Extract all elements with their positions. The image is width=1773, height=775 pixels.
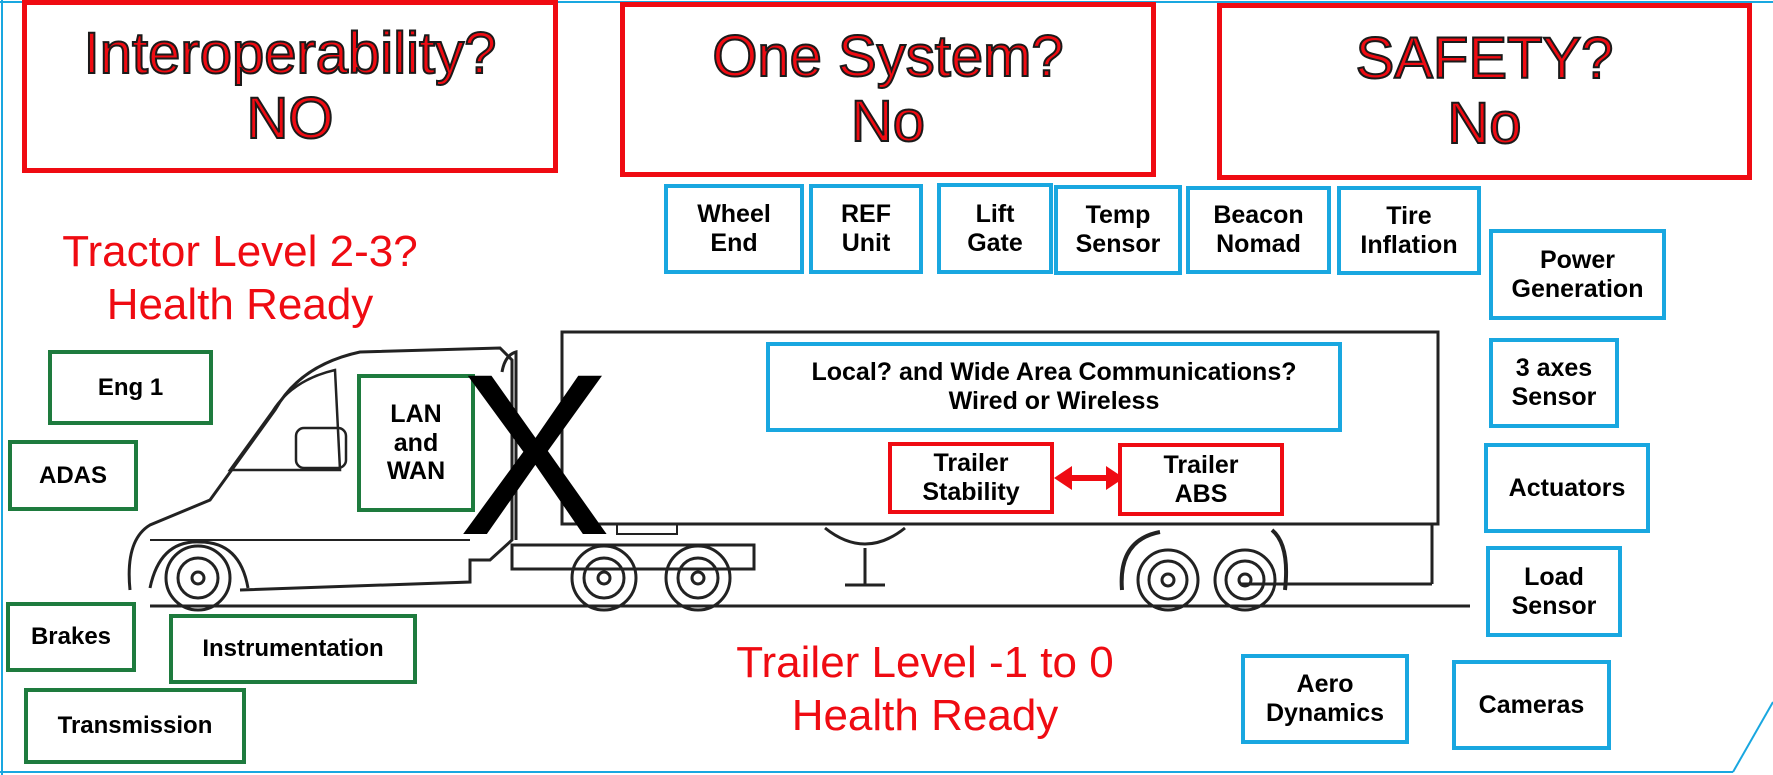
tractor-mirror (294, 426, 348, 470)
load-sensor-box: Load Sensor (1486, 546, 1622, 637)
disconnect-x-mark: X (458, 326, 612, 583)
aero-dynamics-box: Aero Dynamics (1241, 654, 1409, 744)
tractor-level-label: Tractor Level 2-3? Health Ready (62, 227, 418, 329)
power-generation-box: Power Generation (1489, 229, 1666, 320)
transmission-box: Transmission (24, 688, 246, 764)
adas-box: ADAS (8, 440, 138, 511)
trailer-wheels (1136, 548, 1277, 612)
trailer-level-label: Trailer Level -1 to 0 Health Ready (736, 638, 1114, 740)
three-axes-sensor-box: 3 axes Sensor (1489, 338, 1619, 428)
tractor-frame-rail (510, 543, 756, 571)
trailer-fender (1119, 528, 1289, 591)
one-system-title-box: One System? No (620, 2, 1156, 177)
communications-box: Local? and Wide Area Communications? Wir… (766, 342, 1342, 432)
actuators-box: Actuators (1484, 443, 1650, 533)
tractor-windshield (227, 368, 342, 472)
lift-gate-box: Lift Gate (937, 183, 1053, 274)
ref-unit-box: REF Unit (809, 184, 923, 274)
temp-sensor-box: Temp Sensor (1054, 185, 1182, 275)
brakes-box: Brakes (6, 602, 136, 672)
instrumentation-box: Instrumentation (169, 614, 417, 684)
frame-line-diagonal (1732, 701, 1773, 773)
eng1-box: Eng 1 (48, 350, 213, 425)
trailer-abs-box: Trailer ABS (1118, 443, 1284, 516)
one-system-answer: No (850, 88, 926, 155)
trailer-stability-box: Trailer Stability (888, 442, 1054, 514)
tractor-wheels (148, 540, 732, 612)
exhaust-stack (500, 350, 518, 540)
safety-question: SAFETY? (1355, 25, 1615, 92)
trailer-underframe (760, 524, 1432, 584)
interoperability-title-box: Interoperability? NO (22, 0, 558, 173)
safety-title-box: SAFETY? No (1217, 3, 1752, 180)
one-system-question: One System? (711, 23, 1064, 90)
bidirectional-arrow (1054, 466, 1124, 490)
lan-wan-box: LAN and WAN (357, 374, 475, 512)
tire-inflation-box: Tire Inflation (1337, 186, 1481, 275)
landing-gear (824, 526, 906, 587)
interoperability-answer: NO (246, 85, 335, 152)
safety-answer: No (1446, 90, 1522, 157)
beacon-nomad-box: Beacon Nomad (1186, 186, 1331, 274)
cameras-box: Cameras (1452, 660, 1611, 750)
wheel-end-box: Wheel End (664, 184, 804, 274)
trailer-kingpin-plate (616, 523, 678, 535)
interoperability-question: Interoperability? (83, 20, 498, 87)
trailer-body (560, 330, 1440, 526)
